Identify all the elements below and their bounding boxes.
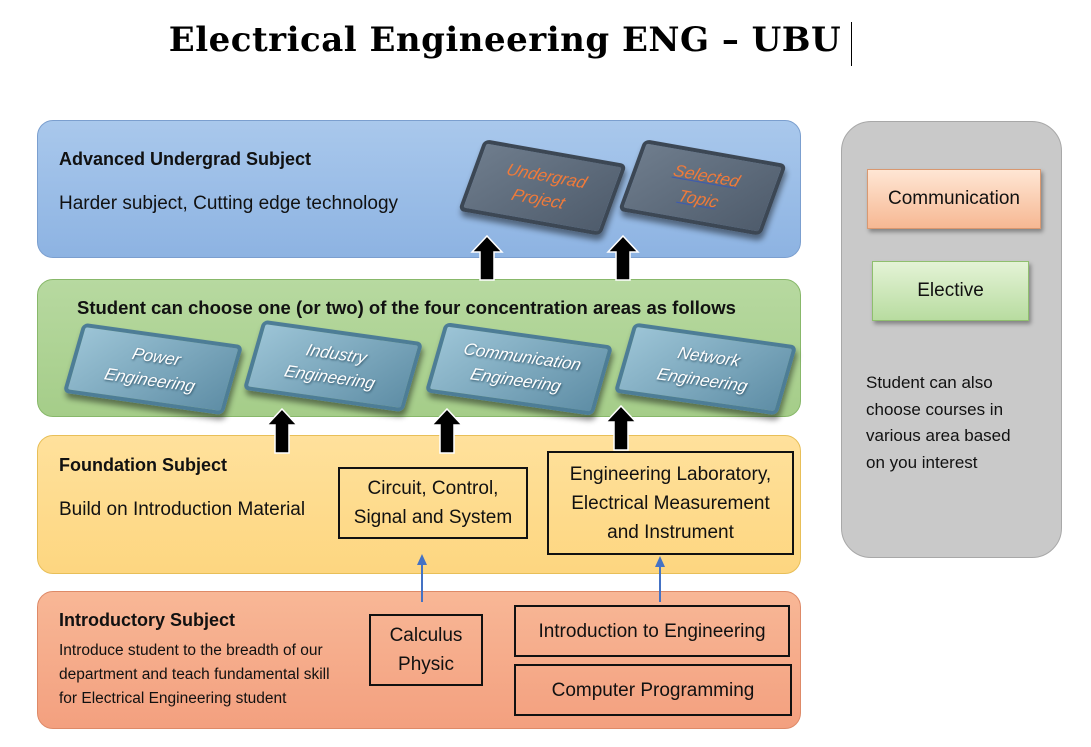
block-up-arrow-icon — [606, 234, 640, 281]
introductory-title: Introductory Subject — [59, 610, 236, 630]
legend-note: Student can also choose courses in vario… — [866, 370, 1046, 476]
introductory-tier: Introductory Subject Introduce student t… — [37, 591, 801, 729]
foundation-tier: Foundation Subject Build on Introduction… — [37, 435, 801, 574]
description-line: department and teach fundamental skill — [59, 666, 330, 683]
box-line: Calculus — [389, 625, 463, 646]
foundation-title: Foundation Subject — [59, 455, 227, 475]
box-line: Signal and System — [353, 507, 513, 528]
note-line: on you interest — [866, 452, 978, 472]
page-title: Electrical Engineering ENG – UBU — [168, 20, 842, 60]
advanced-title: Advanced Undergrad Subject — [59, 149, 312, 169]
text-cursor — [851, 22, 852, 66]
thin-up-arrow-icon — [417, 554, 427, 602]
advanced-subtitle: Harder subject, Cutting edge technology — [59, 193, 399, 214]
circuit-control-box: Circuit, Control, Signal and System — [338, 467, 528, 539]
description-line: Introduce student to the breadth of our — [59, 642, 323, 659]
box-line: Engineering Laboratory, — [569, 463, 772, 485]
box-line: and Instrument — [607, 521, 734, 543]
box-line: Circuit, Control, — [367, 478, 499, 499]
block-up-arrow-icon — [470, 234, 504, 281]
box-line: Electrical Measurement — [571, 492, 770, 514]
note-line: choose courses in — [866, 399, 1004, 419]
note-line: Student can also — [866, 373, 993, 392]
note-line: various area based — [866, 426, 1011, 445]
block-up-arrow-icon — [265, 407, 299, 454]
block-up-arrow-icon — [604, 404, 638, 451]
computer-programming-box: Computer Programming — [514, 664, 792, 716]
box-line: Physic — [398, 654, 454, 675]
legend-communication: Communication — [867, 169, 1041, 229]
block-up-arrow-icon — [430, 407, 464, 454]
engineering-laboratory-box: Engineering Laboratory, Electrical Measur… — [547, 451, 794, 555]
thin-up-arrow-icon — [655, 556, 665, 602]
introductory-description: Introduce student to the breadth of our … — [59, 639, 330, 711]
concentration-title: Student can choose one (or two) of the f… — [77, 297, 736, 318]
foundation-subtitle: Build on Introduction Material — [59, 499, 306, 520]
description-line: for Electrical Engineering student — [59, 690, 287, 707]
introduction-to-engineering-box: Introduction to Engineering — [514, 605, 790, 657]
legend-elective: Elective — [872, 261, 1029, 321]
